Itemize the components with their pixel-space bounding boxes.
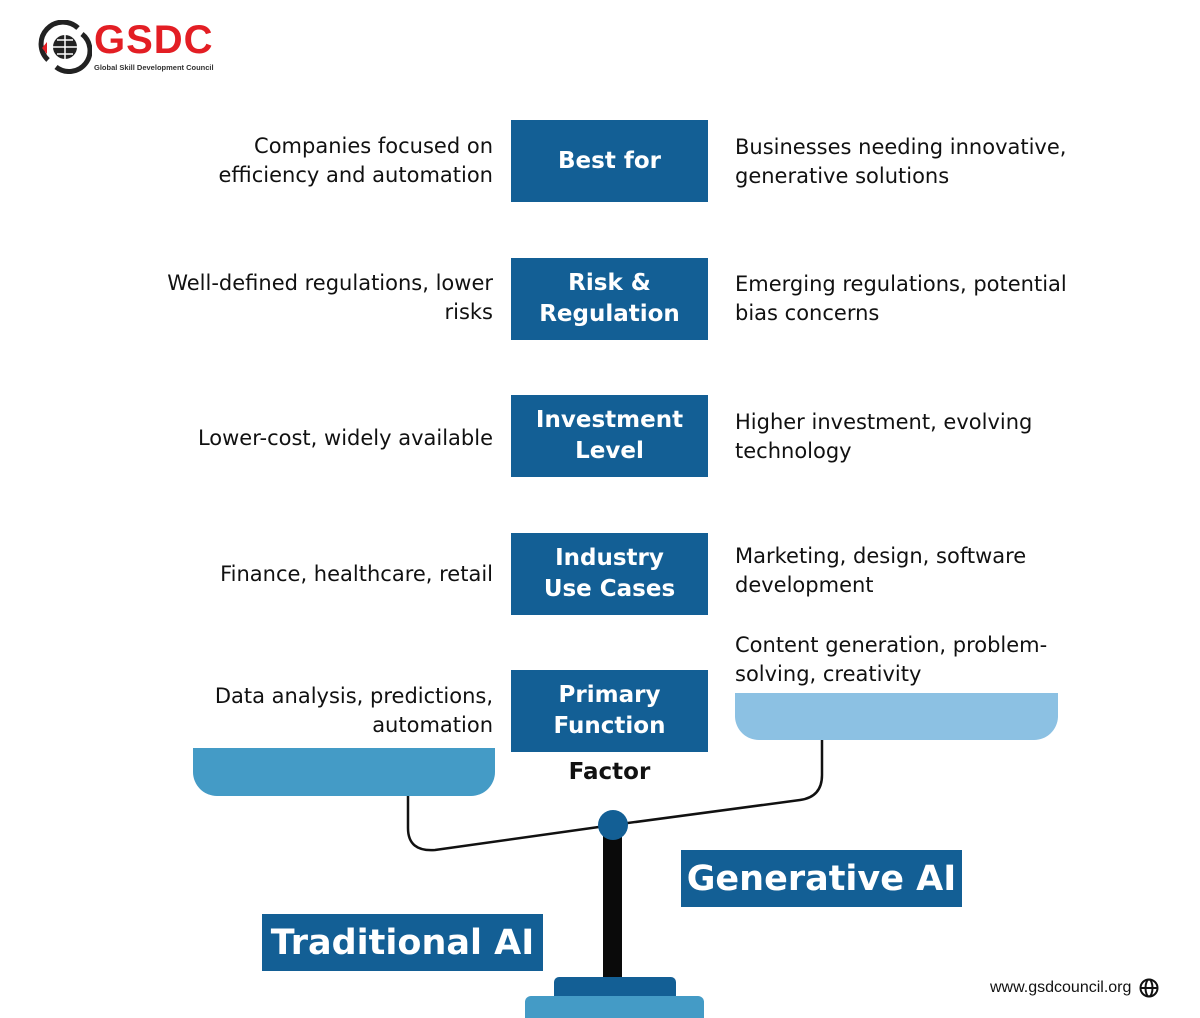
globe-logo-icon bbox=[38, 20, 92, 74]
generative-text: Content generation, problem-solving, cre… bbox=[735, 633, 1048, 686]
logo-subtitle: Global Skill Development Council bbox=[94, 63, 214, 72]
logo-text: GSDC bbox=[94, 18, 214, 62]
globe-icon bbox=[1139, 978, 1159, 998]
footer: www.gsdcouncil.org bbox=[990, 978, 1159, 998]
base-bottom bbox=[525, 996, 704, 1018]
factor-box: Primary Function bbox=[511, 670, 708, 752]
beam bbox=[406, 740, 824, 852]
pivot bbox=[598, 810, 628, 840]
generative-text: Marketing, design, software development bbox=[735, 544, 1027, 597]
traditional-text: Finance, healthcare, retail bbox=[220, 562, 493, 586]
traditional-text: Well-defined regulations, lower risks bbox=[167, 271, 493, 324]
right-pan bbox=[735, 693, 1058, 740]
pillar bbox=[603, 825, 622, 981]
generative-text: Emerging regulations, potential bias con… bbox=[735, 272, 1067, 325]
base-top bbox=[554, 977, 676, 1001]
generative-text: Businesses needing innovative, generativ… bbox=[735, 135, 1067, 188]
factor-box: Risk & Regulation bbox=[511, 258, 708, 340]
gsdc-logo: GSDC Global Skill Development Council bbox=[38, 18, 228, 75]
traditional-ai-label: Traditional AI bbox=[262, 914, 543, 971]
left-pan bbox=[193, 748, 495, 796]
traditional-text: Companies focused on efficiency and auto… bbox=[218, 134, 493, 187]
generative-ai-label: Generative AI bbox=[681, 850, 962, 907]
traditional-text: Data analysis, predictions, automation bbox=[214, 684, 493, 737]
generative-text: Higher investment, evolving technology bbox=[735, 410, 1033, 463]
factor-box: Investment Level bbox=[511, 395, 708, 477]
website-url[interactable]: www.gsdcouncil.org bbox=[990, 979, 1132, 996]
factor-label: Factor bbox=[568, 759, 651, 785]
factor-box: Best for bbox=[511, 120, 708, 202]
traditional-text: Lower-cost, widely available bbox=[197, 426, 493, 450]
factor-box: Industry Use Cases bbox=[511, 533, 708, 615]
